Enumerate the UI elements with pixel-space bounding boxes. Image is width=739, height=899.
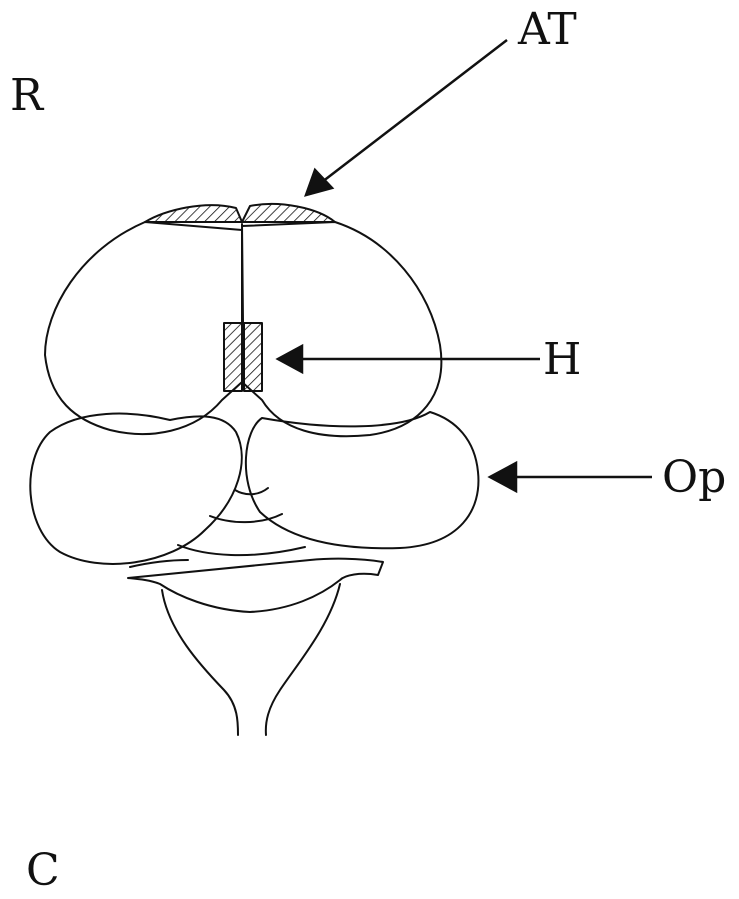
arrow-at-head (304, 167, 335, 197)
anterior-tip-left (144, 204, 243, 223)
anterior-tip-right (241, 203, 336, 223)
midbrain-segment-lower (177, 544, 306, 557)
hemisphere-right (241, 221, 443, 438)
brain-stem (161, 589, 239, 736)
hemisphere-left (44, 221, 243, 436)
optic-lobe-left (29, 412, 243, 565)
arrow-h-head (275, 343, 304, 375)
rostral-label: R (10, 70, 44, 121)
caudal-label: C (26, 845, 60, 896)
hindbrain-plate (127, 557, 384, 613)
habenula-left (223, 322, 243, 392)
arrow-at-shaft (321, 39, 508, 183)
op-label: Op (662, 452, 727, 503)
at-label: AT (518, 4, 577, 55)
habenula-right (243, 322, 263, 392)
midline (241, 223, 244, 323)
brain-stem-right (264, 583, 341, 736)
optic-lobe-right (244, 411, 480, 550)
h-label: H (543, 334, 582, 385)
arrow-op-head (487, 460, 518, 494)
